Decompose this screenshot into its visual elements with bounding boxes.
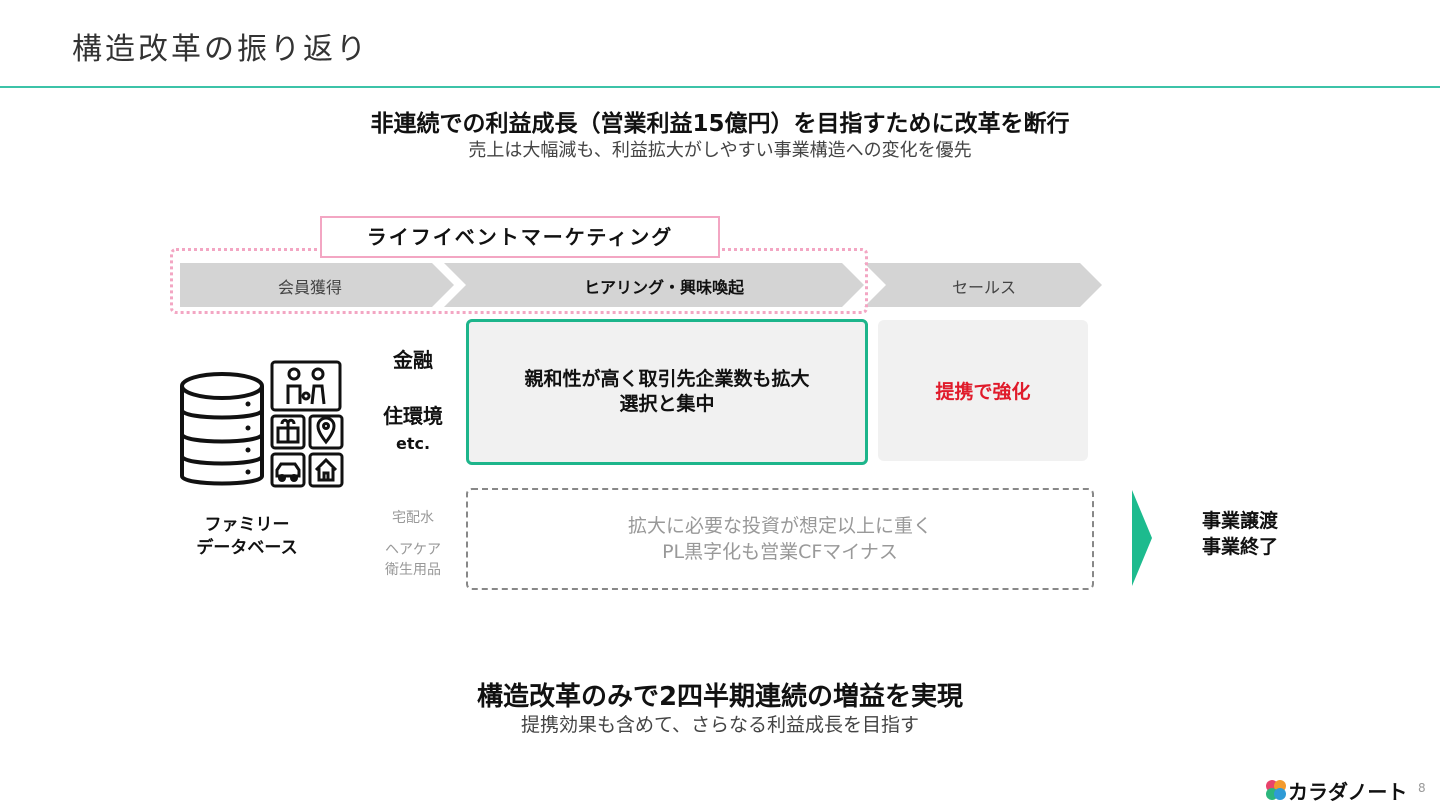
discontinued-text-line2: PL黒字化も営業CFマイナス xyxy=(662,541,898,563)
location-pin-icon xyxy=(308,414,344,450)
brand-name: カラダノート xyxy=(1288,780,1408,804)
category-haircare: ヘアケア xyxy=(385,542,441,558)
clover-logo-icon xyxy=(1266,780,1286,800)
exit-result-line2: 事業終了 xyxy=(1201,536,1278,558)
focus-text-line2: 選択と集中 xyxy=(619,393,715,415)
category-etc: etc. xyxy=(395,434,431,453)
bottom-headline: 構造改革のみで2四半期連続の増益を実現 xyxy=(476,682,964,712)
discontinued-text-line1: 拡大に必要な投資が想定以上に重く xyxy=(627,515,932,537)
page-title: 構造改革の振り返り xyxy=(72,32,369,67)
exit-result: 事業譲渡 事業終了 xyxy=(1178,508,1302,560)
exit-arrow-icon xyxy=(1132,490,1152,586)
step-label-sales: セールス xyxy=(951,278,1016,297)
family-database-label: ファミリー データベース xyxy=(180,514,314,560)
bottom-subline: 提携効果も含めて、さらなる利益成長を目指す xyxy=(520,714,920,736)
sales-text: 提携で強化 xyxy=(935,381,1031,403)
page-number: 8 xyxy=(1418,781,1426,795)
database-icon xyxy=(180,372,264,486)
category-water-delivery: 宅配水 xyxy=(392,510,434,526)
category-haircare-hygiene: ヘアケア 衛生用品 xyxy=(372,540,454,580)
category-hygiene: 衛生用品 xyxy=(385,562,441,578)
car-icon xyxy=(270,452,306,488)
family-database-graphic xyxy=(180,360,344,488)
title-divider xyxy=(0,86,1440,88)
category-housing: 住環境 xyxy=(383,404,443,428)
focus-box: 親和性が高く取引先企業数も拡大 選択と集中 xyxy=(466,319,868,465)
focus-text-line1: 親和性が高く取引先企業数も拡大 xyxy=(524,368,810,390)
top-subline: 売上は大幅減も、利益拡大がしやすい事業構造への変化を優先 xyxy=(468,140,972,161)
top-headline: 非連続での利益成長（営業利益15億円）を目指すために改革を断行 xyxy=(370,111,1070,137)
sales-box: 提携で強化 xyxy=(878,320,1088,461)
family-database-label-line2: データベース xyxy=(196,538,298,558)
family-icon xyxy=(270,360,342,412)
step-label-hearing: ヒアリング・興味喚起 xyxy=(583,278,744,297)
exit-result-line1: 事業譲渡 xyxy=(1201,510,1278,532)
house-icon xyxy=(308,452,344,488)
category-finance: 金融 xyxy=(393,348,433,372)
family-database-label-line1: ファミリー xyxy=(204,515,290,535)
lem-label: ライフイベントマーケティング xyxy=(320,216,720,258)
gift-icon xyxy=(270,414,306,450)
step-label-acquisition: 会員獲得 xyxy=(277,278,342,297)
discontinued-box: 拡大に必要な投資が想定以上に重く PL黒字化も営業CFマイナス xyxy=(466,488,1094,590)
